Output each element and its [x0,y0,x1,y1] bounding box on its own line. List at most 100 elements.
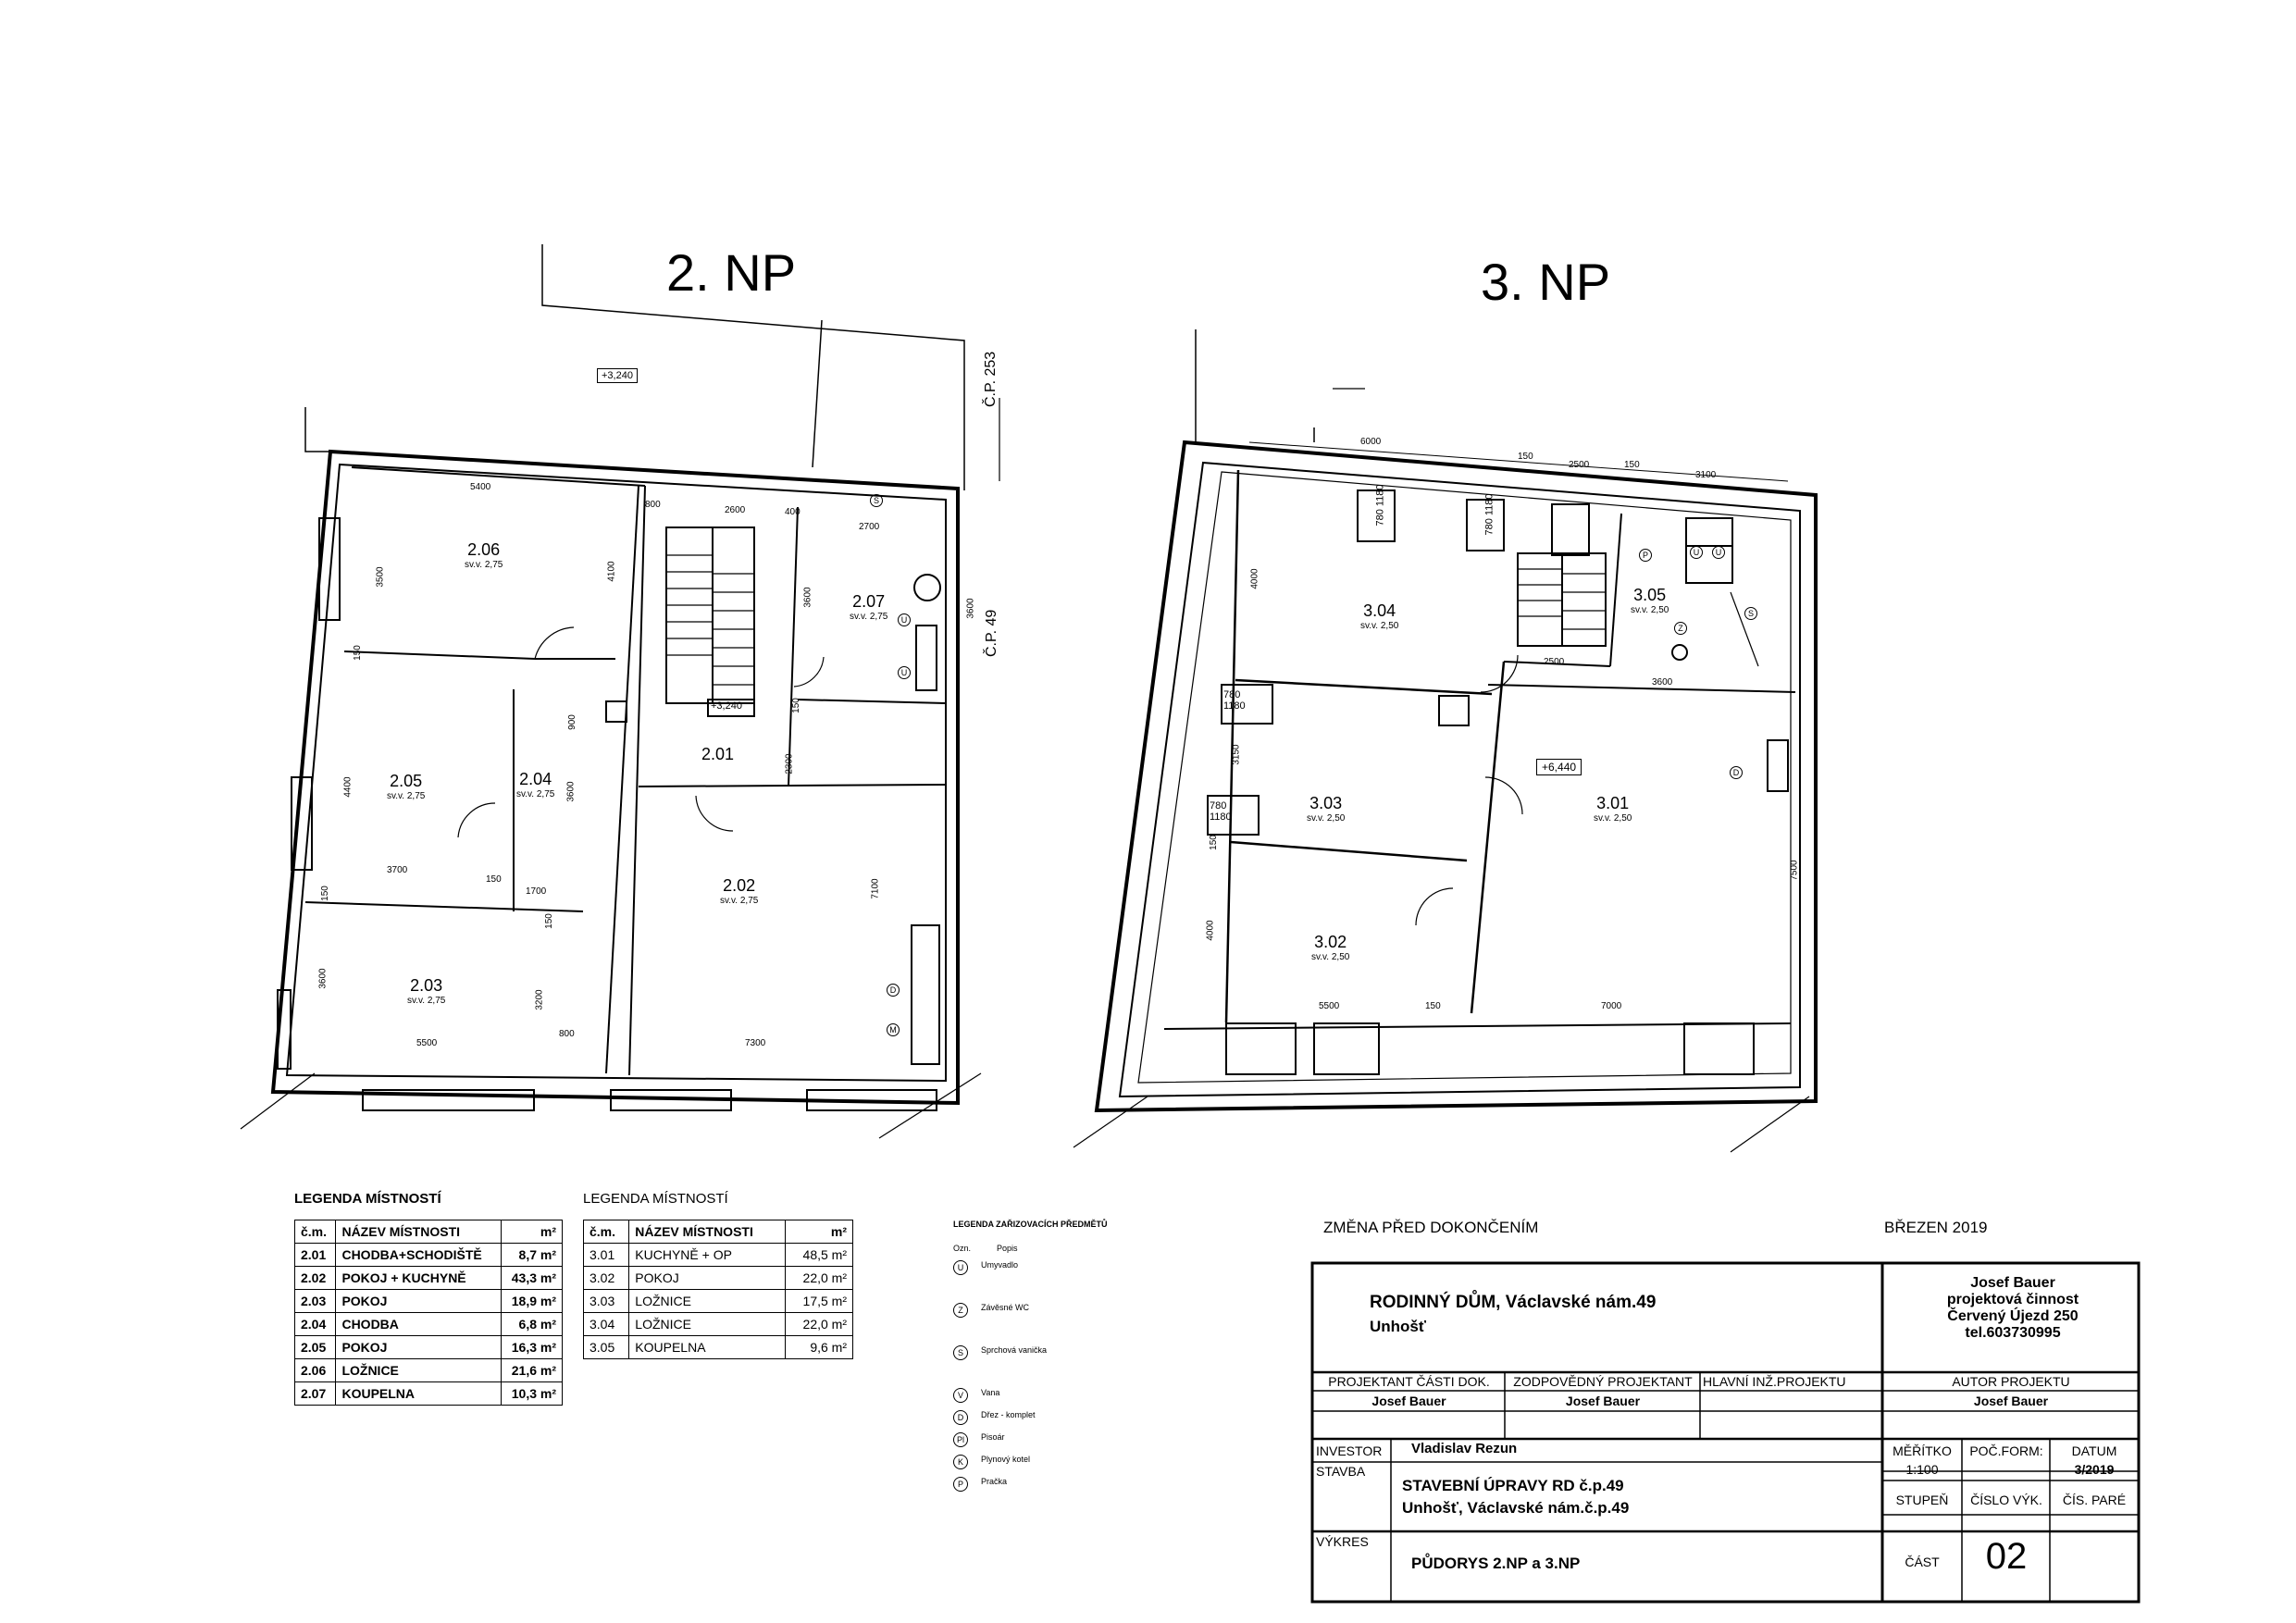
label-author: AUTOR PROJEKTU [1952,1374,2070,1389]
label-part-designer: PROJEKTANT ČÁSTI DOK. [1328,1374,1490,1389]
floor2-title: 2. NP [666,243,797,302]
dim: 3600 [1652,677,1673,688]
drawing-number: 02 [1985,1536,2028,1577]
dim: 800 [645,500,661,510]
dim: 4000 [1205,920,1216,941]
label-stupen: STUPEŇ [1895,1493,1949,1507]
dim: 7300 [745,1038,766,1048]
dim: 900 [566,714,577,730]
label-meritko: MĚŘÍTKO [1893,1443,1952,1458]
dim: 6000 [1360,437,1382,447]
col-header: m² [785,1220,853,1244]
col-header: č.m. [582,1220,630,1244]
dim: 5400 [470,482,491,492]
dim: 150 [1208,835,1219,850]
change-note: ZMĚNA PŘED DOKONČENÍM [1323,1219,1539,1236]
dim: 7100 [870,878,881,899]
dim: 3700 [387,865,408,875]
dim: 1700 [526,886,547,897]
room-label: 2.01 [701,745,735,763]
fixture-u-icon: U [898,666,911,679]
dim: 150 [319,886,330,901]
dim: 3150 [1231,744,1242,765]
fixture-u-icon: U [898,613,911,626]
floor3-plan [1073,329,1818,1153]
dim: 2300 [784,753,795,774]
value-author: Josef Bauer [1973,1394,2049,1408]
label-stavba: STAVBA [1316,1464,1366,1479]
fixture-d-icon: D [1730,766,1743,779]
dim: 800 [559,1029,575,1039]
legend-title: LEGENDA ZAŘIZOVACÍCH PŘEDMĚTŮ [953,1220,1108,1229]
label-vykres: VÝKRES [1316,1534,1369,1549]
neighbour-label-253: Č.P. 253 [983,351,999,407]
label-investor: INVESTOR [1316,1443,1383,1458]
dim: 4000 [1249,568,1260,589]
value-stavba-1: STAVEBNÍ ÚPRAVY RD č.p.49 [1402,1477,1624,1494]
value-resp-designer: Josef Bauer [1565,1394,1641,1408]
project-town: Unhošť [1370,1318,1427,1335]
dim: 2500 [1569,460,1590,470]
col-header: NÁZEV MÍSTNOSTI [628,1220,787,1244]
legend-fixtures: LEGENDA ZAŘIZOVACÍCH PŘEDMĚTŮ Ozn.Popis … [953,1220,1175,1499]
label-resp-designer: ZODPOVĚDNÝ PROJEKTANT [1513,1374,1693,1389]
floor2-level-label: +3,240 [597,368,638,383]
dim: 2700 [859,522,880,532]
label-cast: ČÁST [1905,1555,1940,1569]
fixture-z-icon: Z [1674,622,1687,635]
col-header: č.m. [293,1220,337,1244]
floor2-stair-level: +3,240 [711,700,742,712]
dim: 150 [486,874,502,885]
dim: 150 [1624,460,1640,470]
legend-header: Ozn.Popis [953,1244,1018,1253]
label-cislo: ČÍSLO VÝK. [1970,1493,2042,1507]
floor3-level-label: +6,440 [1536,759,1582,775]
fixture-d-icon: D [887,984,900,997]
dim: 3600 [965,598,976,619]
dim: 7000 [1601,1001,1622,1011]
value-meritko: 1:100 [1905,1462,1939,1477]
value-datum: 3/2019 [2074,1462,2115,1477]
dim: 4400 [342,776,354,798]
label-datum: DATUM [2071,1443,2117,1458]
fixture-s-icon: S [870,494,883,507]
value-part-designer: Josef Bauer [1371,1394,1446,1408]
dim: 3600 [317,968,329,989]
neighbour-label-49: Č.P. 49 [984,609,999,657]
label-cispare: ČÍS. PARÉ [2062,1493,2127,1507]
dim: 4100 [606,561,617,582]
floor3-title: 3. NP [1481,253,1611,311]
dim: 3500 [375,566,386,588]
fixture-u-icon: U [1712,546,1725,559]
dim: 3100 [1695,470,1717,480]
label-pocform: POČ.FORM: [1969,1443,2043,1458]
col-header: m² [500,1220,564,1244]
